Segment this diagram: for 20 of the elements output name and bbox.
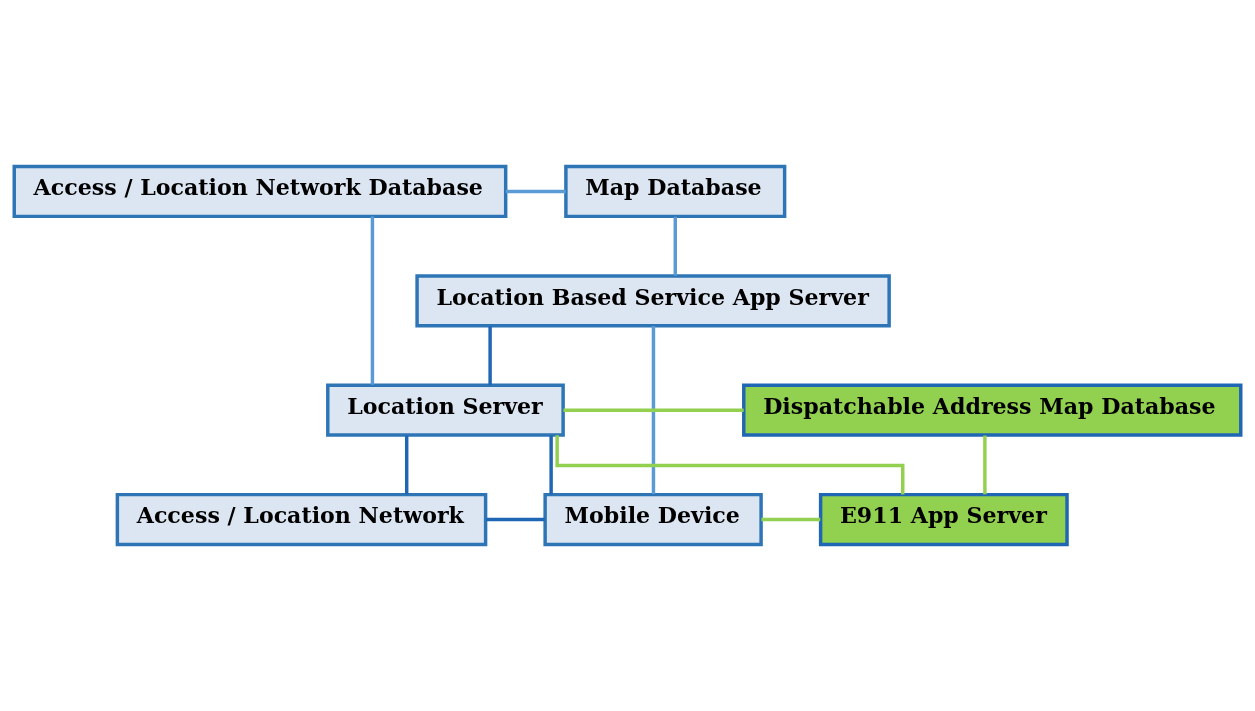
connector xyxy=(651,325,656,495)
connector xyxy=(404,435,409,495)
connector xyxy=(370,216,375,385)
connector xyxy=(505,189,566,194)
connector xyxy=(486,517,545,522)
connector xyxy=(488,326,492,385)
connector xyxy=(983,435,987,495)
connector xyxy=(563,408,744,412)
node-box: E911 App Server xyxy=(818,492,1069,547)
connector xyxy=(555,435,905,495)
connector xyxy=(761,517,821,522)
node-box: Dispatchable Address Map Database xyxy=(742,383,1243,437)
node-box: Mobile Device xyxy=(543,492,763,547)
node-box: Access / Location Network Database xyxy=(12,164,508,219)
node-box: Access / Location Network xyxy=(115,492,488,547)
node-box: Map Database xyxy=(564,164,787,219)
connector xyxy=(673,216,677,276)
connector xyxy=(549,435,553,495)
node-box: Location Server xyxy=(326,383,565,437)
node-box: Location Based Service App Server xyxy=(415,274,891,328)
